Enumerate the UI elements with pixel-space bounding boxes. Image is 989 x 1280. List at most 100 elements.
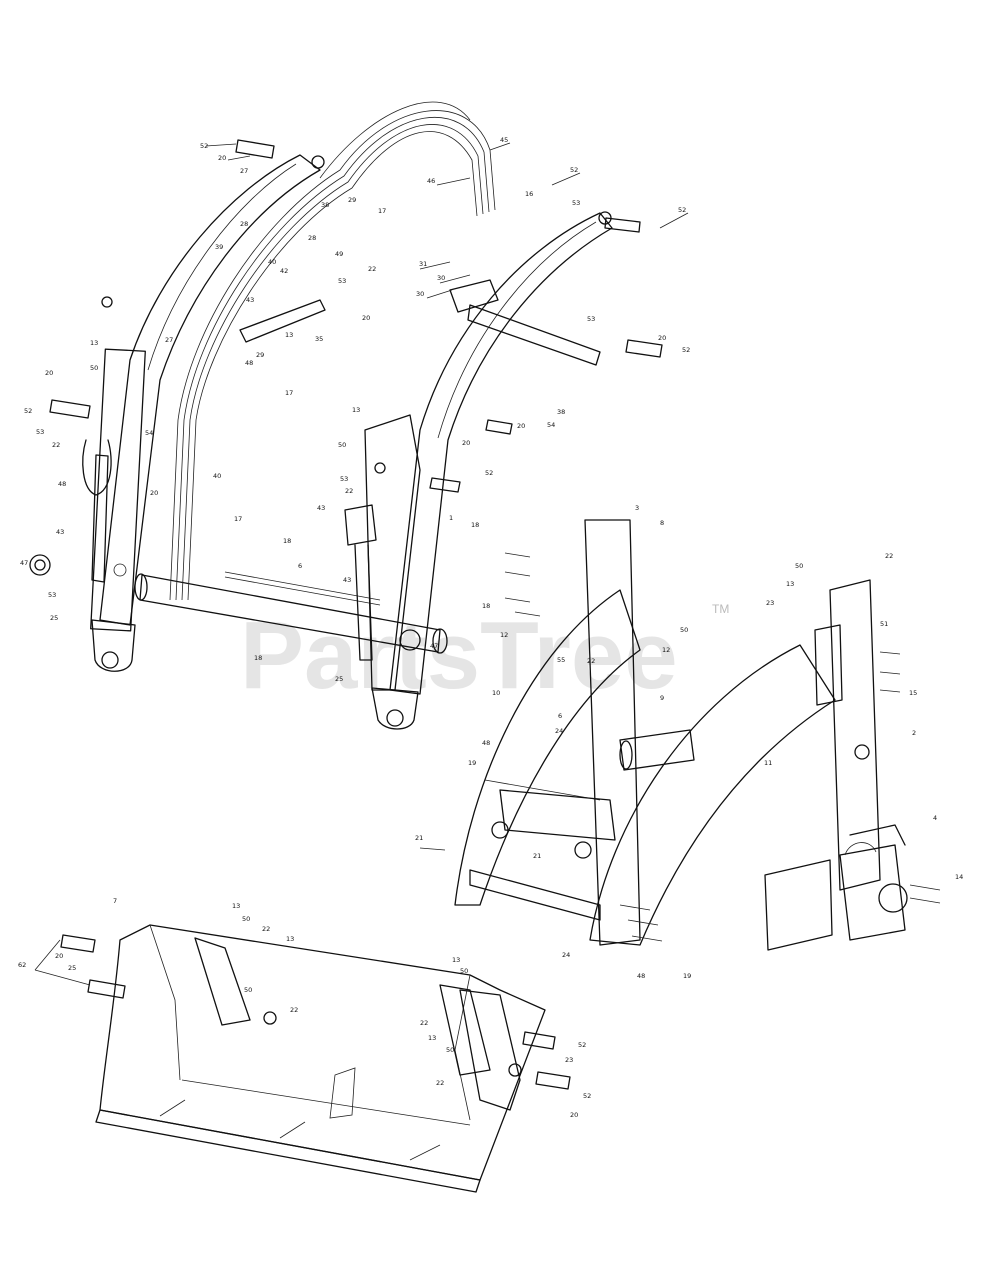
part-number-label: 24 <box>562 951 570 959</box>
part-number-label: 19 <box>683 972 691 980</box>
part-number-label: 27 <box>240 167 248 175</box>
part-number-label: 22 <box>587 657 595 665</box>
part-number-label: 53 <box>340 475 348 483</box>
part-number-label: 48 <box>58 480 66 488</box>
watermark-text: PartsTree <box>240 602 678 709</box>
part-number-label: 15 <box>909 689 917 697</box>
part-number-label: 39 <box>215 243 223 251</box>
part-number-label: 1 <box>449 514 453 522</box>
part-number-label: 17 <box>234 515 242 523</box>
part-number-label: 20 <box>658 334 666 342</box>
part-number-label: 53 <box>587 315 595 323</box>
part-number-label: 20 <box>517 422 525 430</box>
part-number-label: 19 <box>468 759 476 767</box>
frame-bolts <box>419 552 941 942</box>
part-number-label: 22 <box>420 1019 428 1027</box>
part-number-label: 30 <box>416 290 424 298</box>
part-number-label: 4 <box>933 814 937 822</box>
part-number-label: 14 <box>955 873 963 881</box>
watermark-trademark: TM <box>712 602 729 616</box>
part-number-label: 53 <box>572 199 580 207</box>
part-number-label: 52 <box>682 346 690 354</box>
part-number-label: 8 <box>660 519 664 527</box>
part-number-label: 25 <box>50 614 58 622</box>
part-number-label: 17 <box>378 207 386 215</box>
part-number-label: 43 <box>317 504 325 512</box>
part-number-label: 49 <box>335 250 343 258</box>
side-plate <box>814 579 881 891</box>
part-number-label: 51 <box>880 620 888 628</box>
part-number-label: 48 <box>482 739 490 747</box>
part-number-label: 13 <box>90 339 98 347</box>
part-number-label: 50 <box>460 967 468 975</box>
part-number-label: 50 <box>242 915 250 923</box>
part-number-label: 54 <box>547 421 555 429</box>
part-number-label: 48 <box>637 972 645 980</box>
part-number-label: 47 <box>430 642 438 650</box>
part-number-label: 23 <box>766 599 774 607</box>
part-number-label: 20 <box>45 369 53 377</box>
part-number-label: 6 <box>558 712 562 720</box>
part-number-label: 53 <box>48 591 56 599</box>
right-loader-arm <box>364 211 613 730</box>
part-number-label: 3 <box>635 504 639 512</box>
part-number-label: 31 <box>419 260 427 268</box>
part-number-label: 54 <box>145 429 153 437</box>
part-number-label: 52 <box>678 206 686 214</box>
part-number-label: 21 <box>415 834 423 842</box>
part-number-label: 25 <box>68 964 76 972</box>
part-number-label: 20 <box>570 1111 578 1119</box>
part-number-label: 27 <box>165 336 173 344</box>
part-number-label: 40 <box>213 472 221 480</box>
part-number-label: 48 <box>245 359 253 367</box>
part-number-label: 52 <box>485 469 493 477</box>
part-labels: 52 20 27 28 39 40 3 8 29 28 49 17 4 54 6 52 1 6 53 52 31 30 30… <box>18 136 963 1119</box>
part-number-label: 22 <box>436 1079 444 1087</box>
part-number-label: 50 <box>244 986 252 994</box>
part-number-label: 30 <box>437 274 445 282</box>
part-number-label: 22 <box>368 265 376 273</box>
part-number-label: 18 <box>471 521 479 529</box>
part-number-label: 62 <box>18 961 26 969</box>
part-number-label: 12 <box>500 631 508 639</box>
part-number-label: 20 <box>218 154 226 162</box>
part-number-label: 11 <box>764 759 772 767</box>
part-number-label: 28 <box>240 220 248 228</box>
part-number-label: 50 <box>680 626 688 634</box>
part-number-label: 17 <box>285 389 293 397</box>
part-number-label: 21 <box>533 852 541 860</box>
part-number-label: 46 <box>427 177 435 185</box>
part-number-label: 22 <box>52 441 60 449</box>
part-number-label: 42 <box>280 267 288 275</box>
part-number-label: 13 <box>232 902 240 910</box>
part-number-label: 6 <box>298 562 302 570</box>
part-number-label: 29 <box>256 351 264 359</box>
leader-lines <box>34 142 689 986</box>
part-number-label: 55 <box>557 656 565 664</box>
part-number-label: 22 <box>885 552 893 560</box>
bracket-bottom-right <box>764 824 908 951</box>
cross-tube <box>134 571 448 654</box>
part-number-label: 52 <box>570 166 578 174</box>
part-number-label: 50 <box>338 441 346 449</box>
part-number-label: 24 <box>555 727 563 735</box>
part-number-label: 13 <box>786 580 794 588</box>
part-number-label: 22 <box>262 925 270 933</box>
part-number-label: 22 <box>345 487 353 495</box>
part-number-label: 7 <box>113 897 117 905</box>
part-number-label: 20 <box>462 439 470 447</box>
part-number-label: 29 <box>348 196 356 204</box>
part-number-label: 28 <box>308 234 316 242</box>
part-number-label: 52 <box>583 1092 591 1100</box>
part-number-label: 20 <box>150 489 158 497</box>
part-number-label: 13 <box>452 956 460 964</box>
mount-frame <box>454 519 836 946</box>
part-number-label: 25 <box>335 675 343 683</box>
hydraulic-hoses <box>169 101 496 601</box>
part-number-label: 18 <box>254 654 262 662</box>
part-number-label: 43 <box>56 528 64 536</box>
bucket <box>60 924 571 1193</box>
part-number-label: 53 <box>338 277 346 285</box>
